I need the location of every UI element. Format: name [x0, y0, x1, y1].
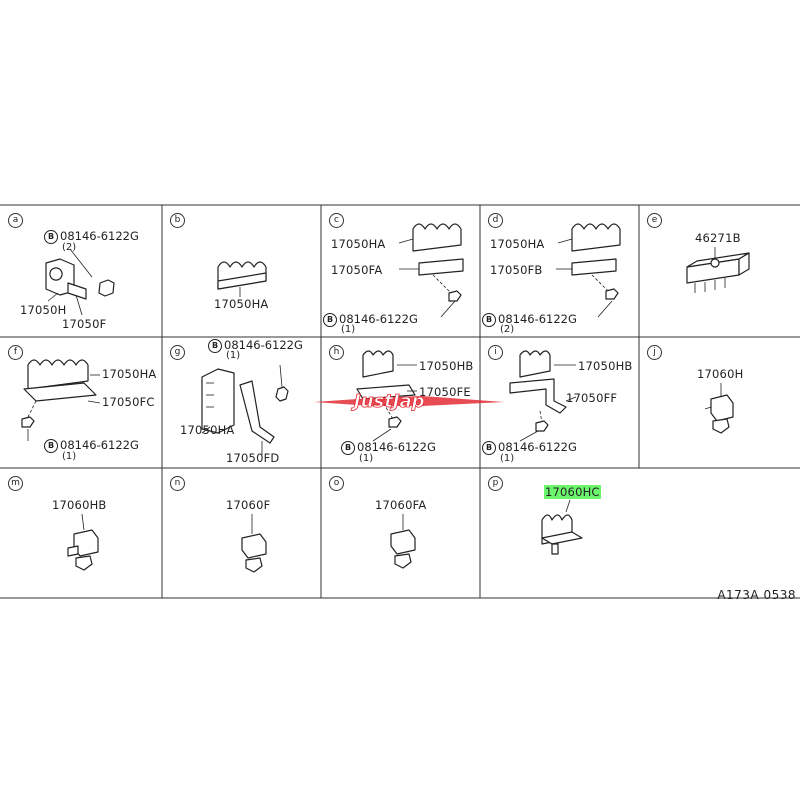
cell-letter: a — [8, 213, 23, 228]
part-label: 17060HC — [544, 485, 601, 499]
bolt-quantity: (1) — [359, 453, 374, 464]
part-label: 17050HA — [102, 367, 157, 381]
part-label: 17050FC — [102, 395, 155, 409]
part-label: 17050H — [20, 303, 67, 317]
cell-b: b 17050HA — [162, 205, 321, 337]
bolt-marker: B — [482, 440, 496, 455]
bolt-part-number: 08146-6122G — [60, 229, 139, 243]
bolt-quantity: (2) — [500, 324, 515, 335]
part-label: 17050HA — [180, 423, 235, 437]
bolt-marker: B — [44, 229, 58, 244]
cell-letter: o — [329, 476, 344, 491]
bolt-quantity: (1) — [500, 453, 515, 464]
clip-illustration — [201, 364, 289, 455]
cell-letter: c — [329, 213, 344, 228]
cell-letter: f — [8, 345, 23, 360]
part-label: 17050HB — [419, 359, 474, 373]
bolt-part-number: 08146-6122G — [339, 312, 418, 326]
bolt-marker: B — [341, 440, 355, 455]
part-label: 17050HA — [214, 297, 269, 311]
cell-p: p 17060HC — [480, 468, 639, 598]
clip-illustration — [390, 514, 416, 569]
bolt-quantity: (1) — [341, 324, 356, 335]
bolt-part-number: 08146-6122G — [357, 440, 436, 454]
part-label: 17050FD — [226, 451, 280, 465]
cell-n: n 17060F — [162, 468, 321, 598]
cell-letter: g — [170, 345, 185, 360]
cell-letter: b — [170, 213, 185, 228]
clip-illustration — [398, 223, 464, 318]
part-label: 17050FE — [419, 385, 471, 399]
clip-illustration — [541, 499, 583, 555]
bolt-part-number: 08146-6122G — [498, 312, 577, 326]
part-label: 17050F — [62, 317, 107, 331]
clip-illustration — [241, 514, 267, 573]
clip-illustration — [67, 513, 99, 571]
clip-illustration — [21, 359, 101, 441]
part-label: 17060FA — [375, 498, 427, 512]
cell-letter: m — [8, 476, 23, 491]
bolt-quantity: (1) — [226, 350, 241, 361]
cell-e: e 46271B — [639, 205, 800, 337]
part-label: 17060H — [697, 367, 744, 381]
cell-letter: n — [170, 476, 185, 491]
bolt-part-number: 08146-6122G — [224, 338, 303, 352]
bolt-marker: B — [482, 312, 496, 327]
empty-cell — [639, 468, 800, 598]
cell-letter: d — [488, 213, 503, 228]
cell-letter: j — [647, 345, 662, 360]
cell-letter: p — [488, 476, 503, 491]
part-label: 46271B — [695, 231, 741, 245]
bolt-marker: B — [44, 438, 58, 453]
clip-illustration — [356, 350, 417, 442]
bolt-marker: B — [323, 312, 337, 327]
part-label: 17050FB — [490, 263, 543, 277]
watermark-text: JustJap — [351, 391, 425, 412]
part-label: 17050HB — [578, 359, 633, 373]
cell-letter: h — [329, 345, 344, 360]
watermark-logo: JustJap — [314, 391, 504, 412]
clip-illustration — [704, 383, 734, 434]
cell-o: o 17060FA — [321, 468, 480, 598]
bolt-quantity: (1) — [62, 451, 77, 462]
part-label: 17060F — [226, 498, 271, 512]
cell-letter: e — [647, 213, 662, 228]
part-label: 17050FA — [331, 263, 383, 277]
clip-illustration — [509, 350, 577, 442]
clip-illustration — [556, 223, 621, 318]
clip-illustration — [686, 247, 750, 293]
cell-letter: i — [488, 345, 503, 360]
bolt-part-number: 08146-6122G — [60, 438, 139, 452]
clip-illustration — [217, 261, 267, 297]
part-label: 17050HA — [331, 237, 386, 251]
bolt-quantity: (2) — [62, 242, 77, 253]
part-label: 17050FF — [566, 391, 618, 405]
part-label: 17060HB — [52, 498, 107, 512]
diagram-code: A173A 0538 — [717, 588, 796, 602]
clip-illustration — [45, 248, 115, 316]
cell-j: j 17060H — [639, 337, 800, 468]
highlighted-part-number: 17060HC — [544, 485, 601, 499]
part-label: 17050HA — [490, 237, 545, 251]
bolt-marker: B — [208, 338, 222, 353]
bolt-part-number: 08146-6122G — [498, 440, 577, 454]
cell-m: m 17060HB — [0, 468, 162, 598]
